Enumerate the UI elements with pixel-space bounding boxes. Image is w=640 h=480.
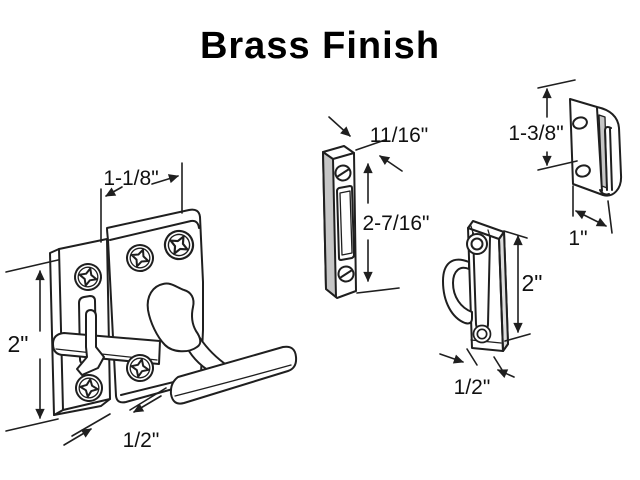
dim-label: 1" (568, 227, 587, 250)
latch-keeper-plate-edges (53, 248, 111, 416)
dim-label: 1-1/8" (103, 167, 158, 190)
strike-plate-drawing (322, 145, 358, 299)
dim-strike-width: 11/16" (328, 116, 428, 172)
dim-label: 2" (8, 331, 29, 357)
arrow-line (151, 174, 179, 185)
keeper-channel-top-notches (470, 225, 491, 238)
dim-keeper-width: 1/2" (439, 348, 515, 399)
keeper-hook (442, 258, 473, 325)
dim-label: 11/16" (370, 124, 428, 147)
strike-recess-inner (339, 190, 353, 256)
dim-label: 2" (522, 270, 543, 296)
dim-latch-width: 1-1/8" (100, 162, 183, 243)
extension-line (537, 79, 576, 89)
lever-handle-line (174, 364, 292, 397)
page-title: Brass Finish (199, 25, 441, 67)
extension-line (504, 333, 531, 342)
sash-latch-drawing (49, 208, 298, 416)
extension-line (355, 139, 386, 151)
extension-line (466, 348, 478, 366)
arrow-line (575, 210, 607, 227)
screw-hole-icon (466, 233, 488, 255)
hook-foot-curl (599, 189, 610, 196)
dim-label: 1-3/8" (508, 122, 563, 145)
extension-line (71, 413, 111, 437)
extension-line (537, 160, 578, 171)
latch-base-plate-top-edge (109, 219, 200, 241)
dim-latch-height: 2" (5, 259, 59, 432)
dim-label: 1/2" (123, 429, 160, 452)
dimension-annotations: 1-1/8" 2" 1/2" 11/16" (5, 79, 613, 452)
dim-label: 2-7/16" (363, 212, 430, 235)
latch-bolt-hook (76, 309, 105, 376)
dim-keeper-height: 2" (503, 230, 543, 342)
arrow-line (439, 353, 464, 364)
strike-plate-top-edge (332, 152, 355, 160)
extension-line (356, 287, 400, 294)
arrow-line (63, 428, 92, 446)
lever-hub (146, 282, 202, 353)
latch-keeper-drawing (442, 220, 509, 352)
hook-keeper-drawing (569, 98, 623, 197)
extension-line (503, 230, 528, 239)
strike-plate-side-face (322, 151, 337, 298)
arrow-line (379, 155, 403, 172)
arrow-line (105, 186, 123, 197)
dim-hook-width: 1" (568, 185, 613, 250)
dim-latch-depth: 1/2" (63, 387, 167, 452)
hook-return-strip (604, 126, 613, 191)
arrow-line (497, 369, 515, 378)
hook-keeper-body (569, 98, 623, 197)
extension-line (5, 259, 59, 273)
arrow-line (328, 116, 351, 137)
extension-line (607, 200, 613, 234)
arrow-line (133, 395, 162, 413)
dim-hook-height: 1-3/8" (508, 79, 578, 171)
dim-label: 1/2" (454, 376, 491, 399)
latch-keeper-edges (467, 227, 505, 352)
screw-hole-icon (472, 324, 492, 344)
dim-strike-height: 2-7/16" (356, 162, 430, 294)
extension-line (5, 418, 59, 432)
